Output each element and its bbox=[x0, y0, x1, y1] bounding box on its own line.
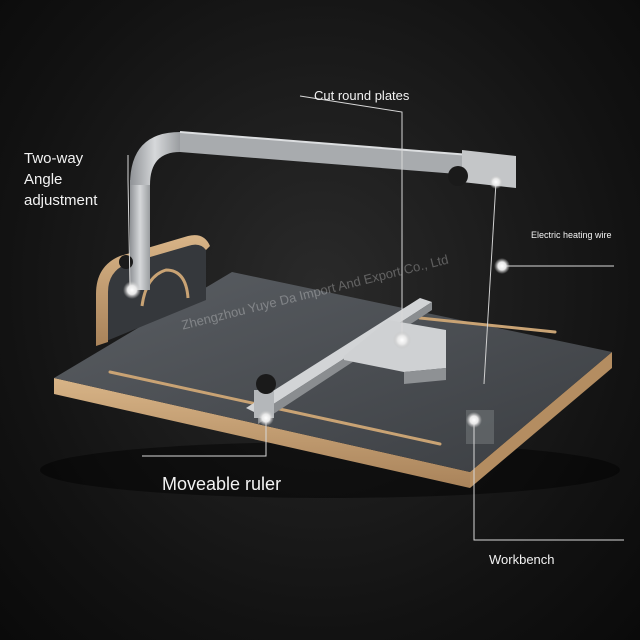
callout-line-ruler bbox=[142, 418, 267, 457]
callout-angle-line-2: Angle bbox=[24, 171, 63, 188]
heating-wire bbox=[483, 181, 497, 385]
angle-arc-slot bbox=[140, 268, 190, 307]
marker-bench bbox=[466, 412, 482, 428]
marker-cut bbox=[393, 331, 411, 349]
callout-lines bbox=[127, 95, 624, 541]
callout-cut-round-plates: Cut round plates bbox=[314, 88, 410, 103]
arm-curve bbox=[130, 132, 180, 185]
marker-ruler bbox=[258, 410, 274, 426]
round-plate-bridge bbox=[344, 320, 446, 372]
arm-head bbox=[462, 150, 516, 188]
callout-line-bench bbox=[473, 420, 624, 541]
round-plate-bridge-leg bbox=[404, 368, 446, 384]
arm-post bbox=[130, 180, 150, 290]
marker-wire bbox=[494, 258, 510, 274]
marker-head bbox=[489, 175, 503, 189]
callout-angle-line-1: Two-way bbox=[24, 150, 84, 167]
arm-beam-top bbox=[179, 131, 471, 156]
callout-electric-heating-wire: Electric heating wire bbox=[531, 230, 612, 240]
marker-angle bbox=[123, 281, 141, 299]
callout-two-way-angle: Two-way Angle adjustment bbox=[24, 148, 97, 211]
workbench-edge bbox=[54, 378, 470, 488]
callout-workbench: Workbench bbox=[489, 552, 555, 567]
callout-moveable-ruler: Moveable ruler bbox=[162, 474, 282, 494]
ruler-knob bbox=[256, 374, 276, 394]
arm-beam bbox=[180, 132, 470, 175]
callout-line-cut bbox=[299, 95, 403, 340]
callout-line-angle bbox=[127, 155, 131, 289]
arm-knob bbox=[448, 166, 468, 186]
post-knob bbox=[119, 255, 133, 269]
callout-angle-line-3: adjustment bbox=[24, 192, 98, 209]
workbench-edge-right bbox=[470, 352, 612, 488]
